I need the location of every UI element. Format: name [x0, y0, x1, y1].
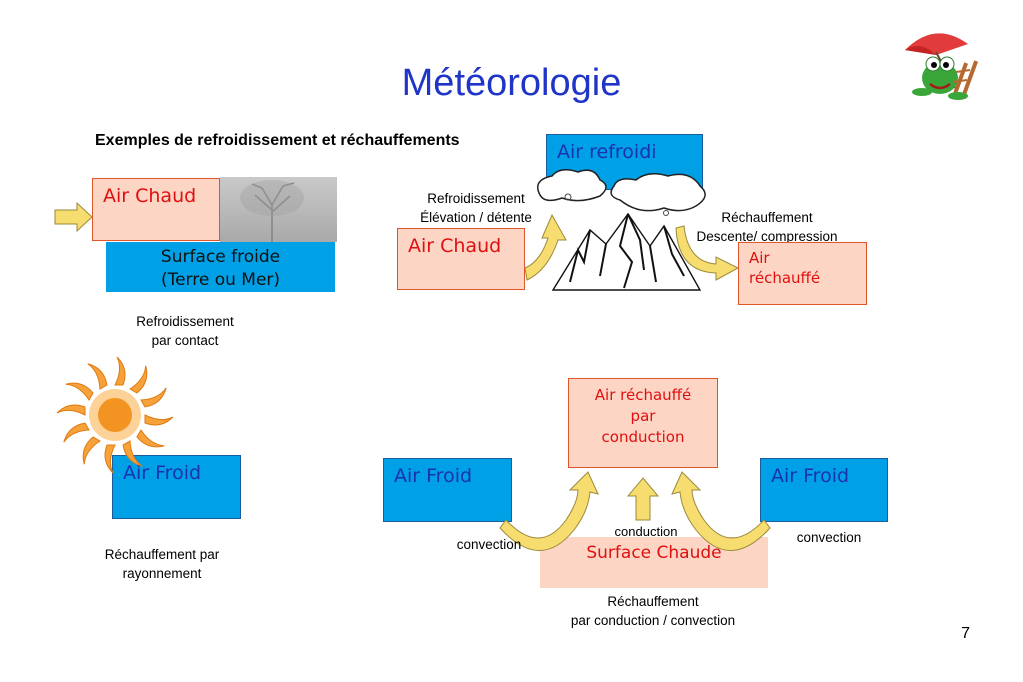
right-convection-arrow: [671, 471, 771, 551]
air-rechauffe-line1: Air: [749, 249, 770, 267]
convection-right-air-froid-label: Air Froid: [771, 465, 850, 487]
mountain-air-chaud-box: Air Chaud: [397, 228, 525, 290]
contact-caption-line1: Refroidissement: [136, 314, 234, 329]
radiation-caption-line2: rayonnement: [122, 566, 202, 581]
conduction-up-arrow: [626, 477, 660, 521]
mountain-right-line2: Descente/ compression: [696, 229, 838, 244]
conduction-top-line3: conduction: [601, 428, 685, 446]
convection-caption: Réchauffement par conduction / convectio…: [548, 592, 758, 630]
page-number: 7: [961, 625, 970, 642]
convection-left-air-froid-box: Air Froid: [383, 458, 512, 522]
mountain-right-line1: Réchauffement: [721, 210, 813, 225]
convection-right-label: convection: [796, 530, 862, 545]
convection-left-air-froid-label: Air Froid: [394, 465, 473, 487]
conduction-top-line1: Air réchauffé: [594, 386, 692, 404]
mountain-left-line1: Refroidissement: [427, 191, 525, 206]
mountain-left-label: Refroidissement Élévation / détente: [392, 189, 560, 227]
air-chaud-label: Air Chaud: [103, 185, 197, 207]
mountain-right-label: Réchauffement Descente/ compression: [682, 208, 852, 246]
radiation-air-froid-box: Air Froid: [112, 455, 241, 519]
surface-line1: Surface froide: [160, 247, 281, 267]
foggy-tree-image: [220, 177, 337, 242]
surface-line2: (Terre ou Mer): [160, 270, 281, 290]
conduction-center-label: conduction: [614, 524, 678, 539]
conduction-top-line2: par: [630, 407, 656, 425]
convection-caption-line2: par conduction / convection: [570, 613, 736, 628]
air-refroidi-label: Air refroidi: [557, 141, 657, 163]
convection-caption-line1: Réchauffement: [607, 594, 699, 609]
inflow-arrow: [54, 201, 93, 233]
radiation-air-froid-label: Air Froid: [123, 462, 202, 484]
radiation-caption-line1: Réchauffement par: [104, 547, 220, 562]
air-rechauffe-line2: réchauffé: [749, 269, 821, 287]
convection-right-air-froid-box: Air Froid: [760, 458, 888, 522]
rising-arrow: [524, 213, 567, 281]
mountain-air-chaud-label: Air Chaud: [408, 235, 502, 257]
slide-title: Météorologie: [401, 62, 622, 104]
cold-surface-box: Surface froide (Terre ou Mer): [106, 242, 335, 292]
contact-caption: Refroidissement par contact: [110, 312, 260, 350]
air-rechauffe-box: Air réchauffé: [738, 242, 867, 305]
surface-chaude-label: Surface Chaude: [586, 543, 722, 563]
cloud-icon: [537, 169, 706, 212]
mountain-left-line2: Élévation / détente: [420, 210, 532, 225]
radiation-caption: Réchauffement par rayonnement: [82, 545, 242, 583]
left-convection-arrow: [499, 471, 599, 551]
slide-subtitle: Exemples de refroidissement et réchauffe…: [95, 132, 460, 149]
air-rechauffe-conduction-box: Air réchauffé par conduction: [568, 378, 718, 468]
air-chaud-box: Air Chaud: [92, 178, 220, 241]
contact-caption-line2: par contact: [151, 333, 219, 348]
descending-arrow: [675, 225, 740, 281]
convection-left-label: convection: [456, 537, 522, 552]
